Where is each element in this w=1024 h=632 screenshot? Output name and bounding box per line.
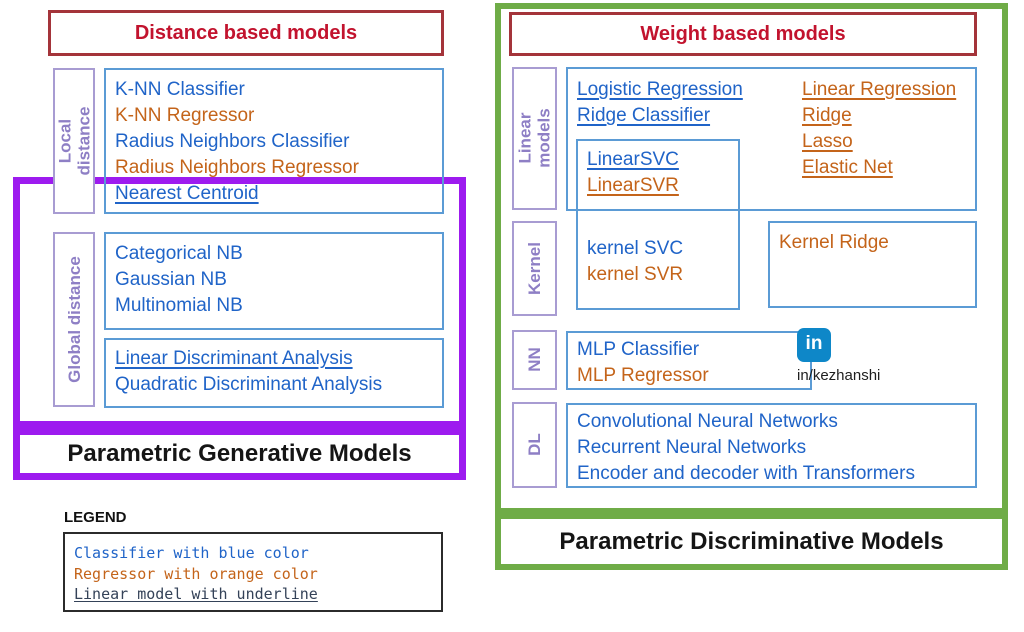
model-gaussian-nb: Gaussian NB — [115, 269, 227, 290]
model-radius-neighbors-regressor: Radius Neighbors Regressor — [115, 157, 359, 178]
svm-box: LinearSVC LinearSVR kernel SVC kernel SV… — [576, 139, 740, 310]
model-kernel-ridge: Kernel Ridge — [779, 232, 889, 253]
discriminant-analysis-box: Linear Discriminant Analysis Quadratic D… — [104, 338, 444, 408]
kernel-ridge-box: Kernel Ridge — [768, 221, 977, 308]
deep-learning-box: Convolutional Neural Networks Recurrent … — [566, 403, 977, 488]
model-transformers: Encoder and decoder with Transformers — [577, 463, 915, 484]
model-linear-regression: Linear Regression — [802, 79, 957, 100]
discriminative-models-title: Parametric Discriminative Models — [495, 513, 1008, 570]
model-linear-discriminant-analysis: Linear Discriminant Analysis — [115, 348, 353, 369]
model-mlp-regressor: MLP Regressor — [577, 365, 709, 386]
kernel-label-text: Kernel — [524, 242, 544, 295]
dl-label-text: DL — [524, 433, 544, 457]
legend-classifier-line: Classifier with blue color — [74, 544, 309, 562]
model-lasso: Lasso — [802, 131, 853, 152]
svm-box-spacer — [587, 199, 738, 236]
model-nearest-centroid: Nearest Centroid — [115, 183, 259, 204]
model-linearsvr: LinearSVR — [587, 175, 679, 196]
distance-models-header-text: Distance based models — [134, 21, 358, 44]
model-cnn: Convolutional Neural Networks — [577, 411, 838, 432]
model-radius-neighbors-classifier: Radius Neighbors Classifier — [115, 131, 350, 152]
naive-bayes-box: Categorical NB Gaussian NB Multinomial N… — [104, 232, 444, 330]
model-logistic-regression: Logistic Regression — [577, 79, 743, 100]
distance-models-header: Distance based models — [48, 10, 444, 56]
weight-models-header: Weight based models — [509, 12, 977, 56]
global-distance-label: Global distance — [53, 232, 95, 407]
kernel-label: Kernel — [512, 221, 557, 316]
model-kernel-svr: kernel SVR — [587, 264, 684, 285]
linkedin-handle: in/kezhanshi — [797, 367, 881, 384]
linear-models-label-text: Linear models — [515, 108, 554, 169]
model-mlp-classifier: MLP Classifier — [577, 339, 700, 360]
model-knn-classifier: K-NN Classifier — [115, 79, 245, 100]
weight-models-header-text: Weight based models — [640, 22, 846, 45]
nn-label-text: NN — [524, 347, 544, 373]
linear-models-label: Linear models — [512, 67, 557, 210]
generative-models-title: Parametric Generative Models — [13, 428, 466, 480]
linear-regressors-column: Linear Regression Ridge Lasso Elastic Ne… — [802, 77, 956, 181]
model-categorical-nb: Categorical NB — [115, 243, 243, 264]
mlp-box: MLP Classifier MLP Regressor — [566, 331, 812, 390]
global-distance-label-text: Global distance — [64, 256, 84, 383]
discriminative-models-frame — [495, 3, 1008, 514]
legend-linear-line: Linear model with underline — [74, 585, 318, 603]
linkedin-icon[interactable]: in — [797, 328, 831, 362]
local-distance-models-box: K-NN Classifier K-NN Regressor Radius Ne… — [104, 68, 444, 214]
linear-models-box: Logistic Regression Ridge Classifier Lin… — [566, 67, 977, 211]
legend-regressor-line: Regressor with orange color — [74, 564, 318, 583]
model-ridge-classifier: Ridge Classifier — [577, 105, 711, 126]
model-kernel-svc: kernel SVC — [587, 238, 684, 259]
legend-box: Classifier with blue color Regressor wit… — [63, 532, 443, 612]
dl-label: DL — [512, 402, 557, 488]
local-distance-label-text: Local distance — [54, 106, 94, 176]
model-multinomial-nb: Multinomial NB — [115, 295, 243, 316]
model-ridge: Ridge — [802, 105, 852, 126]
local-distance-label: Local distance — [53, 68, 95, 214]
nn-label: NN — [512, 330, 557, 390]
model-quadratic-discriminant-analysis: Quadratic Discriminant Analysis — [115, 374, 383, 395]
legend-heading: LEGEND — [64, 509, 127, 526]
model-elastic-net: Elastic Net — [802, 157, 893, 178]
model-knn-regressor: K-NN Regressor — [115, 105, 255, 126]
model-linearsvc: LinearSVC — [587, 149, 679, 170]
generative-models-frame — [13, 177, 466, 428]
model-rnn: Recurrent Neural Networks — [577, 437, 807, 458]
